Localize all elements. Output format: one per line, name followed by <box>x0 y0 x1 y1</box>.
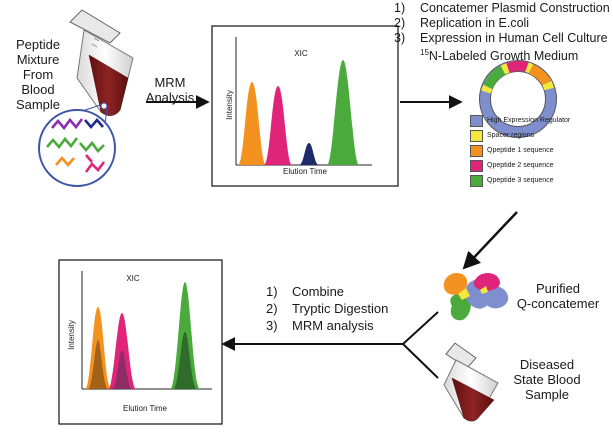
final-step-number: 3) <box>266 318 278 333</box>
legend-label: Qpeptide 2 sequence <box>487 162 554 169</box>
merge-line-upper <box>402 311 439 345</box>
legend-item: High Expression Regulator <box>470 115 570 127</box>
zoom-origin <box>100 102 108 110</box>
construction-step-number: 1) <box>394 1 406 15</box>
legend-item: Qpeptide 1 sequence <box>470 145 554 157</box>
peptide-source-label: Peptide Mixture From Blood Sample <box>0 37 76 112</box>
xic-chart-top <box>211 25 399 187</box>
purified-line-2: Q-concatemer <box>516 296 600 311</box>
construction-step-text: Expression in Human Cell Culture <box>420 31 608 45</box>
legend-swatch-qpeptide-1 <box>470 145 483 157</box>
legend-label: Qpeptide 3 sequence <box>487 177 554 184</box>
construction-step-number: 3) <box>394 31 406 45</box>
legend-item: Spacer regions <box>470 130 534 142</box>
blood-tube-bottom <box>443 342 499 422</box>
blood-tube-top <box>69 9 134 116</box>
xic-bottom-title: XIC <box>126 274 140 283</box>
arrow-to-purified <box>462 211 518 270</box>
legend-label: Qpeptide 1 sequence <box>487 147 554 154</box>
growth-medium-text: N-Labeled Growth Medium <box>428 49 579 64</box>
peak-navy <box>299 143 319 165</box>
peptide-source-line-3: Blood Sample <box>15 82 61 112</box>
final-step: 1) Combine <box>266 283 388 300</box>
xic-top-xlabel: Elution Time <box>282 167 328 176</box>
diseased-line-3: Sample <box>524 387 570 402</box>
construction-step: 1) Concatemer Plasmid Construction <box>394 1 610 16</box>
mrm-analysis-line-1: MRM <box>154 75 186 90</box>
peak-orange <box>238 82 266 165</box>
construction-step-text: Replication in E.coli <box>420 16 530 30</box>
peptide-zoom-circle <box>38 109 116 187</box>
final-step-text: Combine <box>292 284 345 299</box>
q-concatemer-blob <box>443 272 509 321</box>
legend-item: Qpeptide 3 sequence <box>470 175 554 187</box>
peak-pink <box>264 86 292 165</box>
xic-chart-bottom <box>58 259 223 425</box>
diseased-label: Diseased State Blood Sample <box>500 357 594 402</box>
diseased-line-2: State Blood <box>513 372 581 387</box>
xic-top-title: XIC <box>294 49 308 58</box>
xic-bottom-ylabel: Intensity <box>67 320 76 350</box>
growth-medium-isotope: 15 <box>420 48 429 57</box>
legend-label: High Expression Regulator <box>487 117 571 124</box>
plasmid-legend: High Expression Regulator Spacer regions… <box>470 115 590 190</box>
peak-orange-light <box>88 340 108 389</box>
peak-green-light <box>173 332 197 389</box>
diseased-line-1: Diseased <box>519 357 575 372</box>
peak-green <box>327 60 359 165</box>
xic-top-ylabel: Intensity <box>225 90 234 120</box>
legend-label: Spacer regions <box>487 132 535 139</box>
plasmid-ring <box>479 60 557 138</box>
construction-step: 2) Replication in E.coli <box>394 16 610 31</box>
legend-swatch-qpeptide-2 <box>470 160 483 172</box>
mrm-analysis-line-2: Analysis <box>145 90 195 105</box>
peak-pink-light <box>112 350 132 389</box>
peptide-source-line-1: Peptide <box>15 37 61 52</box>
construction-step-text: Concatemer Plasmid Construction <box>420 1 610 15</box>
legend-item: Qpeptide 2 sequence <box>470 160 554 172</box>
xic-bottom-xlabel: Elution Time <box>122 404 168 413</box>
growth-medium-label: 15N-Labeled Growth Medium <box>420 45 578 64</box>
peptide-source-line-2: Mixture From <box>16 52 60 82</box>
purified-label: Purified Q-concatemer <box>508 281 608 311</box>
purified-line-1: Purified <box>535 281 581 296</box>
legend-swatch-spacer <box>470 130 483 142</box>
legend-swatch-regulator <box>470 115 483 127</box>
final-step-number: 1) <box>266 284 278 299</box>
construction-step-number: 2) <box>394 16 406 30</box>
construction-steps: 1) Concatemer Plasmid Construction 2) Repl… <box>394 1 610 46</box>
construction-step: 3) Expression in Human Cell Culture <box>394 31 610 46</box>
final-step-number: 2) <box>266 301 278 316</box>
final-step: 2) Tryptic Digestion <box>266 300 388 317</box>
mrm-analysis-label: MRM Analysis <box>137 75 203 105</box>
final-step-text: Tryptic Digestion <box>292 301 389 316</box>
final-step-text: MRM analysis <box>292 318 374 333</box>
final-step: 3) MRM analysis <box>266 317 388 334</box>
legend-swatch-qpeptide-3 <box>470 175 483 187</box>
final-steps: 1) Combine 2) Tryptic Digestion 3) MRM anal… <box>266 283 388 334</box>
merge-line-lower <box>402 343 439 379</box>
